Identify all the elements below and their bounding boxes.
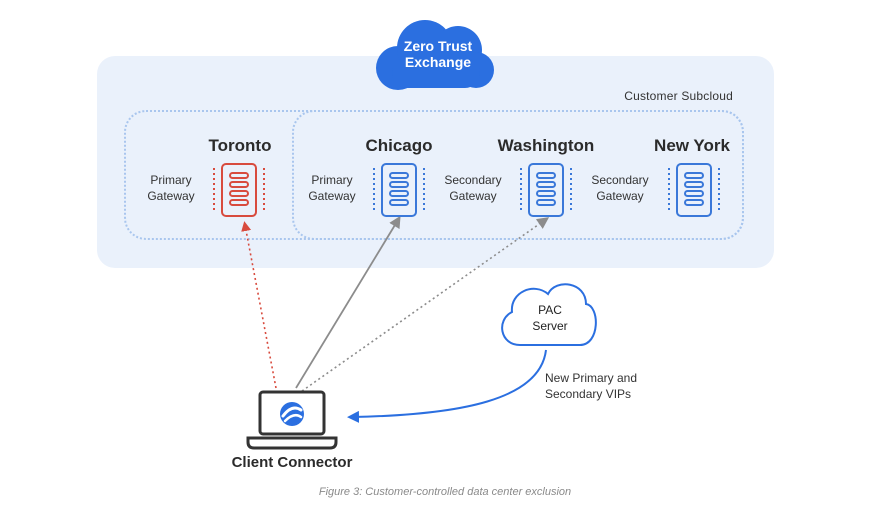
zte-line2: Exchange bbox=[404, 54, 472, 70]
new-york-city-label: New York bbox=[654, 136, 730, 155]
zero-trust-exchange-label: Zero Trust Exchange bbox=[378, 38, 498, 70]
customer-subcloud-panel bbox=[97, 56, 774, 268]
toronto-server-icon bbox=[213, 163, 265, 217]
washington-server-icon bbox=[520, 163, 572, 217]
subcloud-label: Customer Subcloud bbox=[624, 89, 733, 103]
new-york-gateway-role: Secondary Gateway bbox=[591, 173, 649, 203]
pac-vip-arrow bbox=[347, 349, 547, 423]
figure-caption: Figure 3: Customer-controlled data cente… bbox=[318, 486, 572, 498]
new-york-server-icon bbox=[668, 163, 720, 217]
zte-line1: Zero Trust bbox=[403, 38, 473, 54]
client-connector-logo-icon bbox=[280, 402, 304, 426]
pac-server-label: PAC Server bbox=[532, 303, 568, 333]
client-connector-label: Client Connector bbox=[231, 454, 353, 471]
chicago-server-icon bbox=[373, 163, 425, 217]
chicago-gateway-role: Primary Gateway bbox=[308, 173, 356, 203]
washington-gateway-role: Secondary Gateway bbox=[444, 173, 502, 203]
toronto-city-label: Toronto bbox=[208, 136, 272, 155]
toronto-gateway-role: Primary Gateway bbox=[147, 173, 195, 203]
active-datacenters-boundary bbox=[292, 110, 744, 240]
washington-city-label: Washington bbox=[497, 136, 595, 155]
chicago-city-label: Chicago bbox=[365, 136, 433, 155]
primary-chicago-arrow bbox=[295, 215, 401, 389]
new-vips-annotation: New Primary and Secondary VIPs bbox=[545, 371, 638, 401]
